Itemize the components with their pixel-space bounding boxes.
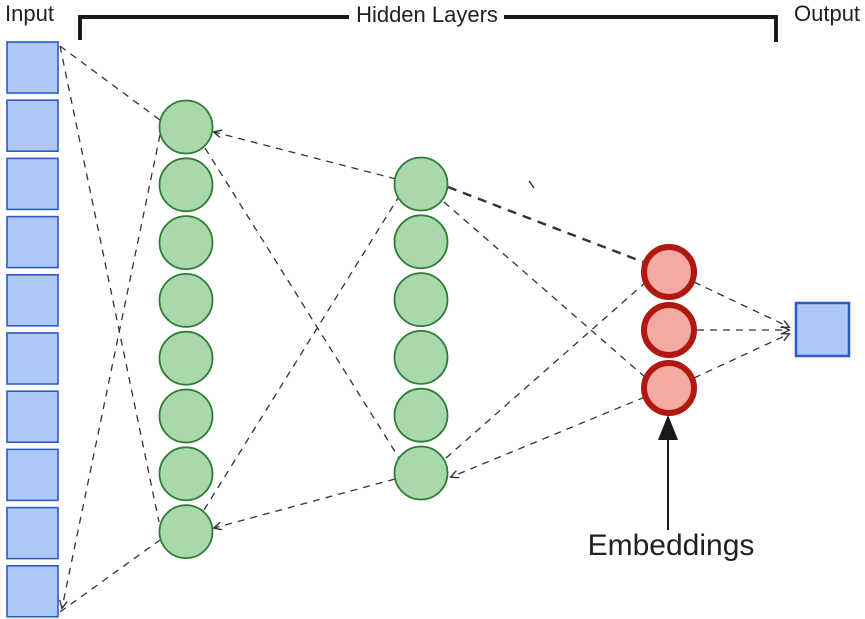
hidden2-node (393, 387, 449, 443)
hidden1-node (158, 388, 214, 444)
hidden1-node (158, 272, 214, 328)
input-node (6, 448, 59, 502)
hidden1-node (158, 215, 214, 271)
connection-line (59, 539, 161, 613)
input-node (6, 332, 59, 385)
input-layer-label: Input (5, 1, 54, 26)
hidden2-node (393, 445, 449, 501)
connection-line (693, 334, 789, 379)
input-node (6, 215, 59, 269)
hidden1-node (158, 99, 214, 155)
connection-line (203, 197, 399, 511)
input-node (6, 273, 59, 327)
connection-line (445, 281, 647, 459)
connection-line (447, 185, 644, 264)
connection-line (204, 147, 400, 459)
embedding-node (641, 302, 697, 358)
output-node (794, 301, 851, 358)
connection-line (214, 132, 397, 180)
connection-line (451, 396, 646, 477)
hidden1-node (158, 157, 214, 213)
input-node (6, 41, 59, 94)
connection-line (59, 45, 161, 121)
embedding-node (641, 360, 697, 416)
input-node (6, 157, 59, 211)
hidden-layers-bracket (78, 15, 778, 42)
connection-line (693, 281, 789, 327)
connection-line (59, 45, 160, 523)
input-node (6, 390, 59, 444)
output-layer-label: Output (794, 1, 861, 26)
input-node (6, 564, 59, 618)
hidden1-node (158, 330, 214, 386)
connection-line (214, 478, 396, 528)
hidden2-node (393, 272, 449, 328)
hidden2-node (393, 156, 449, 212)
embeddings-arrow-head (658, 415, 678, 440)
hidden-layers-label: Hidden Layers (356, 2, 498, 27)
input-node (6, 99, 59, 152)
hidden2-node (393, 214, 449, 270)
embedding-node (641, 244, 697, 300)
hidden1-node (158, 446, 214, 502)
embeddings-label: Embeddings (587, 529, 755, 562)
connection-line (443, 201, 647, 379)
stray-mark (528, 180, 535, 189)
hidden2-node (393, 329, 449, 385)
connection-line (62, 134, 161, 608)
hidden1-node (158, 504, 214, 559)
input-node (6, 506, 59, 560)
